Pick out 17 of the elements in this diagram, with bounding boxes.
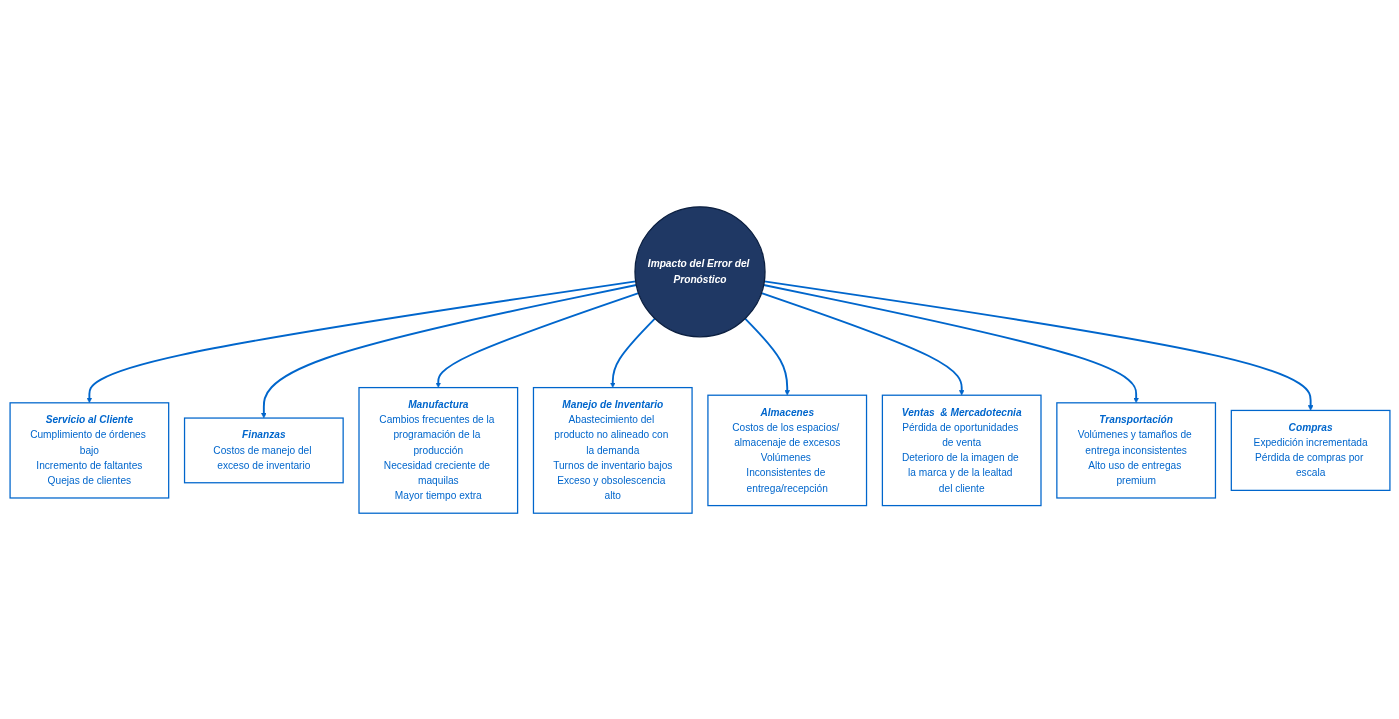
node-box: Compras Expedición incrementada Pérdida de compras por escala — [1230, 409, 1391, 491]
arrow — [762, 279, 1313, 411]
arrow — [760, 291, 964, 395]
arrow — [435, 291, 639, 388]
node-box: Servicio al Cliente Cumplimiento de órdenes bajo Incremento de faltantes Quejas de clientes — [8, 401, 169, 499]
arrow — [260, 283, 637, 418]
node-box: Transportación Volúmenes y tamaños de entrega inconsistentes Alto uso de entregas premium — [1055, 401, 1216, 499]
arrow — [86, 279, 637, 403]
node-box: Ventas & Mercadotecnia Pérdida de oportunidades de venta Deterioro de la imagen de la marca y de la lealtad del cliente — [881, 394, 1042, 506]
node-circle: Impacto del Error del Pronóstico — [633, 205, 766, 337]
node-box: Finanzas Costos de manejo del exceso de inventario — [183, 416, 344, 483]
node-box: Manejo de Inventario Abastecimiento del producto no alineado con la demanda Turnos de inventario bajos Exceso y obsolescencia alto — [532, 386, 693, 514]
arrow — [743, 317, 790, 395]
node-box: Manufactura Cambios frecuentes de la programación de la producción Necesidad creciente de maquilas Mayor tiempo extra — [357, 386, 518, 514]
node-box: Almacenes Costos de los espacios/ almacenaje de excesos Volúmenes Inconsistentes de entrega/recepción — [706, 394, 867, 506]
arrow — [609, 317, 656, 388]
arrow — [762, 283, 1139, 403]
